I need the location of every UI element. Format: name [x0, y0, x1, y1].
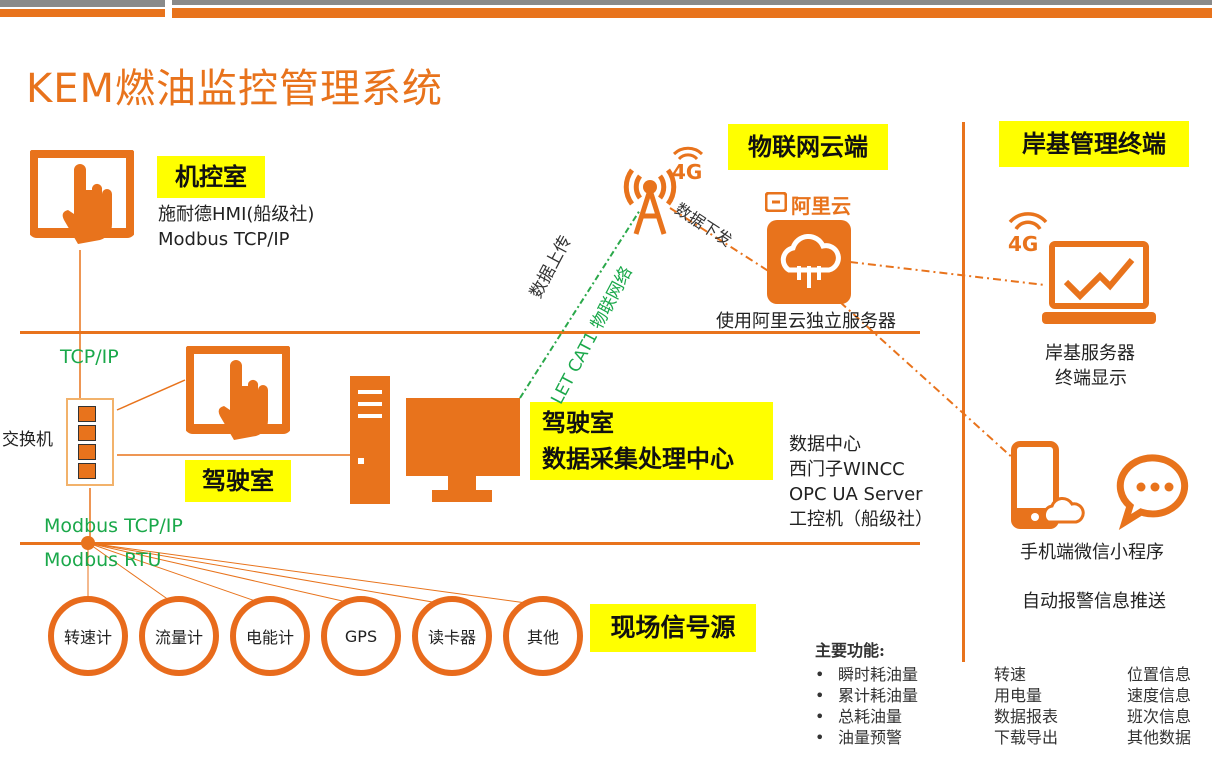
- sensor-tachometer: 转速计: [48, 596, 128, 676]
- desktop-computer-icon: [350, 376, 522, 508]
- feature-item: 油量预警: [838, 728, 903, 747]
- server-info-3: OPC UA Server: [789, 484, 923, 505]
- switch-label: 交换机: [2, 430, 53, 450]
- antenna-icon: [618, 160, 682, 240]
- alarm-push-label: 自动报警信息推送: [1022, 591, 1166, 612]
- features-col1: 瞬时耗油量 累计耗油量 总耗油量 油量预警: [838, 664, 918, 748]
- top-bar-gray-right: [172, 0, 1212, 5]
- sensor-flowmeter: 流量计: [139, 596, 219, 676]
- touchscreen-icon: [28, 148, 136, 256]
- feature-item: 速度信息: [1127, 686, 1192, 705]
- modbus-rtu-label: Modbus RTU: [44, 549, 162, 571]
- antenna-4g-badge: 4G: [672, 160, 703, 184]
- feature-item: 班次信息: [1127, 707, 1192, 726]
- aliyun-logo: [764, 191, 788, 216]
- feature-item: 位置信息: [1127, 665, 1192, 684]
- server-info-2: 西门子WINCC: [789, 459, 905, 480]
- aliyun-brand: 阿里云: [791, 194, 851, 218]
- engine-room-label: 机控室: [157, 156, 265, 198]
- sensor-gps: GPS: [321, 596, 401, 676]
- shore-terminal-label: 岸基管理终端: [999, 121, 1189, 167]
- modbus-tcp-label: Modbus TCP/IP: [44, 515, 183, 537]
- feature-item: 数据报表: [994, 707, 1059, 726]
- features-col2: 转速 用电量 数据报表 下载导出: [994, 664, 1058, 748]
- server-info-1: 数据中心: [789, 434, 861, 455]
- feature-item: 总耗油量: [838, 707, 903, 726]
- feature-item: 用电量: [994, 686, 1043, 705]
- feature-item: 累计耗油量: [838, 686, 919, 705]
- top-bar-orange-left: [0, 9, 165, 17]
- laptop-chart-icon: [1042, 240, 1156, 330]
- feature-item: 其他数据: [1127, 728, 1192, 747]
- tcp-ip-label: TCP/IP: [60, 346, 119, 368]
- top-bar-orange-right: [172, 8, 1212, 18]
- shore-4g-signal-icon: [1004, 206, 1052, 240]
- feature-item: 瞬时耗油量: [838, 665, 919, 684]
- switch-icon: [66, 398, 114, 486]
- field-source-label: 现场信号源: [590, 604, 756, 652]
- shore-server-line2: 终端显示: [1055, 368, 1127, 389]
- data-center-label: 驾驶室 数据采集处理中心: [530, 402, 773, 480]
- phone-cloud-icon: [1010, 440, 1090, 534]
- iot-cloud-label: 物联网云端: [728, 124, 888, 170]
- divider-upper: [20, 331, 920, 334]
- feature-item: 下载导出: [994, 728, 1059, 747]
- signal-4g-icon: [668, 140, 708, 184]
- shore-4g-badge: 4G: [1008, 232, 1039, 256]
- aliyun-caption: 使用阿里云独立服务器: [716, 311, 896, 332]
- sensor-energy-meter: 电能计: [230, 596, 310, 676]
- sensor-other: 其他: [503, 596, 583, 676]
- page-title: KEM燃油监控管理系统: [26, 66, 444, 112]
- data-center-line1: 驾驶室: [542, 408, 614, 437]
- divider-vertical: [962, 122, 965, 662]
- aliyun-cloud-icon: [767, 220, 851, 308]
- engine-room-protocol: Modbus TCP/IP: [158, 229, 290, 250]
- bridge-label: 驾驶室: [185, 460, 291, 502]
- feature-bullets: ••••: [815, 665, 825, 747]
- engine-room-hmi: 施耐德HMI(船级社): [158, 204, 315, 225]
- feature-item: 转速: [994, 665, 1027, 684]
- features-col3: 位置信息 速度信息 班次信息 其他数据: [1127, 664, 1191, 748]
- bridge-touchscreen-icon: [184, 344, 292, 452]
- mobile-miniprogram-label: 手机端微信小程序: [1020, 542, 1164, 563]
- wechat-icon: [1116, 452, 1194, 534]
- top-bar-gray-left: [0, 0, 165, 7]
- data-center-line2: 数据采集处理中心: [542, 444, 734, 473]
- features-heading: 主要功能:: [815, 641, 885, 660]
- divider-lower: [20, 542, 920, 545]
- server-info-4: 工控机（船级社）: [789, 509, 933, 530]
- shore-server-line1: 岸基服务器: [1045, 343, 1135, 364]
- sensor-card-reader: 读卡器: [412, 596, 492, 676]
